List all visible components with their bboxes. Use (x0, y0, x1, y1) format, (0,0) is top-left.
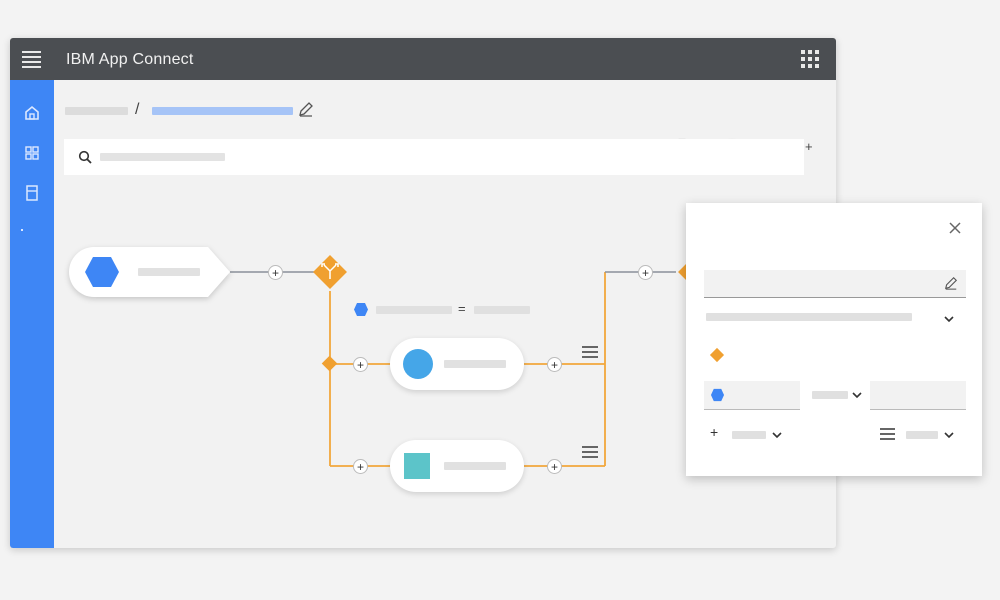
add-step-button[interactable]: + (353, 459, 368, 474)
flow-canvas: / − + (54, 80, 836, 548)
condition-source-field[interactable] (704, 381, 800, 410)
condition-hexagon-icon (354, 303, 368, 316)
add-step-button[interactable]: + (268, 265, 283, 280)
add-condition-label (732, 431, 766, 439)
list-icon[interactable] (582, 346, 598, 358)
condition-value-field[interactable] (870, 381, 966, 410)
close-icon[interactable] (948, 221, 962, 235)
search-placeholder (100, 153, 225, 161)
operator-dropdown[interactable] (810, 385, 866, 405)
name-field[interactable] (704, 270, 966, 298)
plus-icon: + (710, 424, 719, 440)
action-node-label (444, 360, 506, 368)
breadcrumb-separator: / (135, 101, 140, 118)
list-icon (880, 428, 895, 440)
title-bar: IBM App Connect (10, 38, 836, 80)
add-step-button[interactable]: + (638, 265, 653, 280)
app-title: IBM App Connect (66, 51, 194, 68)
action-node-circle[interactable] (390, 338, 524, 390)
mode-dropdown-value (706, 313, 912, 321)
action-node-label (444, 462, 506, 470)
properties-panel: + (686, 203, 982, 476)
chevron-down-icon (944, 316, 954, 323)
mode-dropdown[interactable] (704, 307, 966, 329)
search-bar[interactable] (64, 139, 804, 175)
add-step-button[interactable]: + (353, 357, 368, 372)
add-condition-button[interactable]: + (710, 424, 790, 444)
catalog-icon[interactable] (23, 144, 41, 162)
search-icon (78, 150, 92, 164)
list-icon[interactable] (582, 446, 598, 458)
chevron-down-icon (852, 392, 862, 399)
hamburger-icon[interactable] (22, 51, 41, 68)
sidebar (10, 80, 54, 548)
condition-value[interactable] (474, 306, 530, 314)
condition-operator: = (458, 301, 466, 316)
breadcrumb-current-flow[interactable] (152, 107, 293, 115)
operator-dropdown-value (812, 391, 848, 399)
chevron-down-icon (772, 432, 782, 439)
action-square-icon (404, 453, 430, 479)
pencil-icon[interactable] (298, 101, 314, 117)
add-step-button[interactable]: + (547, 357, 562, 372)
flow-connectors (230, 271, 676, 467)
breadcrumb-parent[interactable] (65, 107, 128, 115)
pencil-icon[interactable] (944, 276, 958, 290)
sidebar-dot (21, 229, 23, 231)
dashboard-icon[interactable] (23, 184, 41, 202)
condition-field[interactable] (376, 306, 452, 314)
output-options-label (906, 431, 938, 439)
branch-diamond-icon (709, 347, 725, 363)
home-icon[interactable] (23, 104, 41, 122)
output-options-button[interactable] (878, 424, 962, 444)
action-node-square[interactable] (390, 440, 524, 492)
add-step-button[interactable]: + (547, 459, 562, 474)
trigger-hexagon-icon (85, 257, 119, 287)
grid-icon[interactable] (801, 50, 820, 69)
hexagon-icon (710, 388, 725, 402)
trigger-node-label (138, 268, 200, 276)
action-circle-icon (403, 349, 433, 379)
chevron-down-icon (944, 432, 954, 439)
branch-icon[interactable] (310, 252, 350, 292)
trigger-node[interactable] (68, 246, 230, 298)
